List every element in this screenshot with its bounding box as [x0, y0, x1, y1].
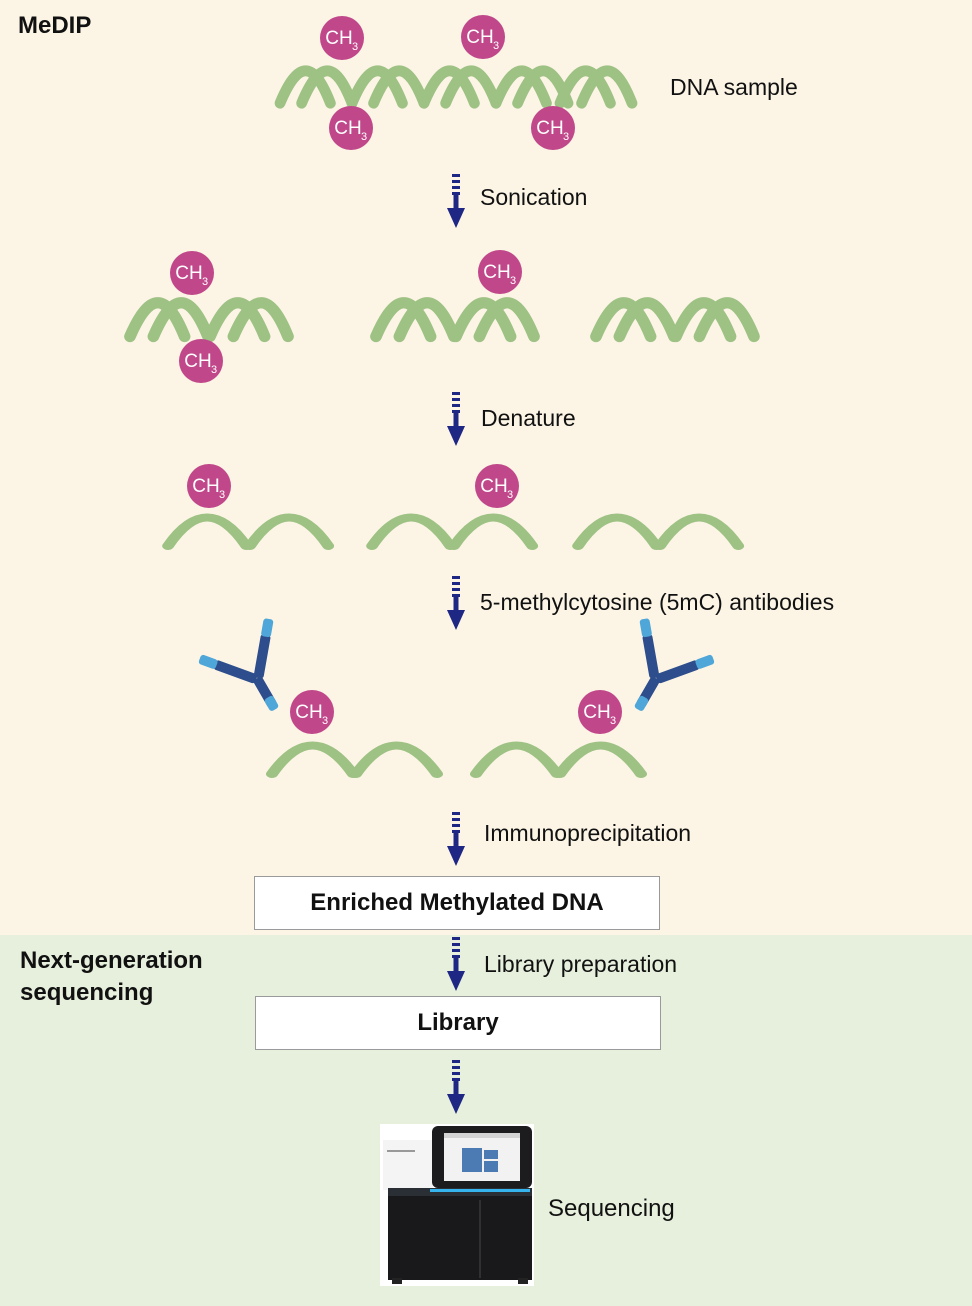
dna-sample-helix [280, 71, 632, 103]
bound-strand-1 [272, 746, 437, 775]
methyl-group-icon [478, 250, 522, 294]
library-box: Library [255, 996, 661, 1050]
dna-sample-label: DNA sample [670, 74, 798, 100]
methyl-group-icon [290, 690, 334, 734]
methyl-group-icon [187, 464, 231, 508]
down-arrow-icon [447, 392, 465, 446]
single-strand-1 [168, 518, 328, 547]
methyl-group-icon [320, 16, 364, 60]
denature-label: Denature [481, 405, 576, 431]
sequencer-machine-icon [380, 1124, 534, 1286]
down-arrow-icon [447, 812, 465, 866]
down-arrow-icon [447, 576, 465, 630]
sonicated-fragment-3 [596, 303, 754, 337]
ngs-section-title-line2: sequencing [20, 979, 154, 1006]
down-arrow-icon [447, 1060, 465, 1114]
methyl-group-icon [170, 251, 214, 295]
enriched-methylated-dna-box: Enriched Methylated DNA [254, 876, 660, 930]
methyl-group-icon [531, 106, 575, 150]
single-strand-3 [578, 518, 738, 547]
down-arrow-icon [447, 174, 465, 228]
methyl-group-icon [179, 339, 223, 383]
methyl-group-icon [461, 15, 505, 59]
library-preparation-label: Library preparation [484, 951, 678, 977]
down-arrow-icon [447, 937, 465, 991]
methyl-group-icon [329, 106, 373, 150]
sequencing-label: Sequencing [548, 1195, 675, 1222]
ngs-section-title-line1: Next-generation [20, 947, 203, 974]
sonication-label: Sonication [480, 184, 588, 210]
methyl-group-icon [578, 690, 622, 734]
methyl-group-icon [475, 464, 519, 508]
medip-section-title: MeDIP [18, 12, 92, 39]
immunoprecipitation-label: Immunoprecipitation [484, 820, 692, 846]
sonicated-fragment-1 [130, 303, 288, 337]
antibodies-label: 5-methylcytosine (5mC) antibodies [480, 589, 835, 615]
single-strand-2 [372, 518, 532, 547]
sonicated-fragment-2 [376, 303, 534, 337]
bound-strand-2 [476, 746, 641, 775]
